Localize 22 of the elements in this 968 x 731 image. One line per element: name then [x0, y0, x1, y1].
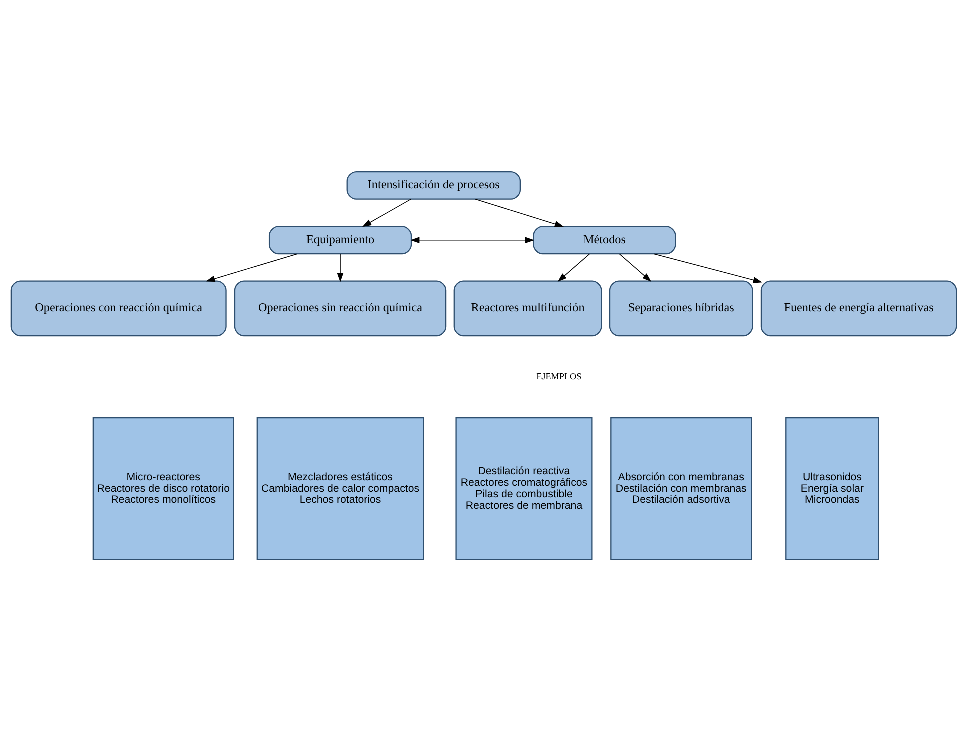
- node-box: Absorción con membranas Destilación con membranas Destilación adsortiva: [610, 416, 752, 560]
- node-box: Separaciones híbridas: [609, 280, 754, 336]
- arrow: [558, 253, 590, 282]
- node-box: Operaciones con reacción química: [10, 280, 227, 336]
- node-box: Métodos: [533, 226, 676, 254]
- node-box: Intensificación de procesos: [346, 170, 522, 200]
- node-box: Mezcladores estáticos Cambiadores de calor compactos Lechos rotatorios: [256, 416, 424, 560]
- arrow: [362, 198, 412, 227]
- label: EJEMPLOS: [536, 370, 582, 381]
- arrow: [410, 236, 535, 244]
- arrow: [206, 253, 298, 282]
- arrow: [619, 253, 652, 282]
- node-box: Ultrasonidos Energía solar Microondas: [786, 416, 880, 560]
- node-box: Equipamiento: [268, 226, 412, 254]
- node-box: Reactores multifunción: [454, 280, 602, 336]
- node-box: Fuentes de energía alternativas: [760, 280, 958, 336]
- node-box: Destilación reactiva Reactores cromatográficos Pilas de combustible Reactores de membrana: [456, 416, 593, 560]
- node-box: Micro-reactores Reactores de disco rotatorio Reactores monolíticos: [92, 416, 234, 560]
- node-box: Operaciones sin reacción química: [234, 280, 447, 336]
- arrow: [654, 253, 762, 283]
- arrow: [337, 253, 344, 282]
- arrow: [475, 198, 564, 227]
